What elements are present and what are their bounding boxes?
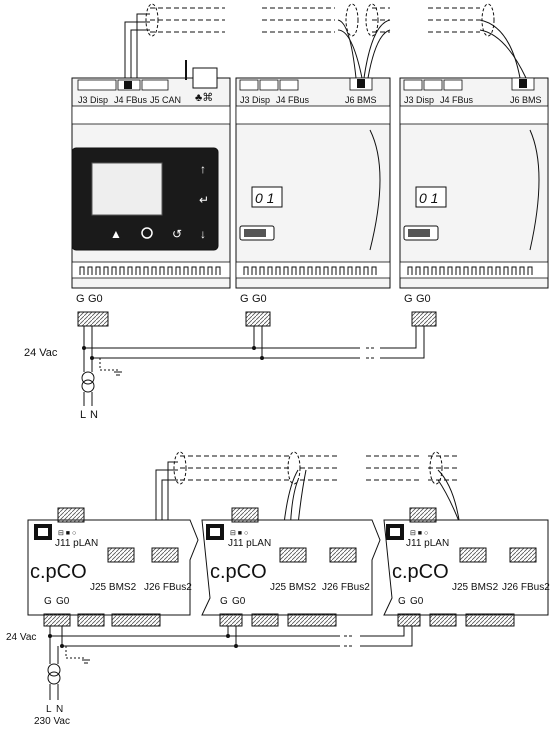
controller-j4-label: J4 FBus: [114, 95, 148, 105]
top-supply-l-label: L: [80, 409, 86, 421]
escape-icon: ↺: [172, 227, 182, 241]
unit1-j3-label: J3 Disp: [240, 95, 270, 105]
cpco1-g0-label: G0: [56, 596, 70, 607]
cpco-unit-3: ⊟ ■ ○ J11 pLAN c.pCO J25 BMS2 J26 FBus2 …: [383, 507, 550, 627]
unit2-address-display: 0 1: [419, 190, 438, 206]
bottom-supply-wiring: [47, 626, 413, 700]
cpco1-bms-label: J25 BMS2: [90, 582, 137, 593]
top-supply-voltage-label: 24 Vac: [24, 347, 58, 359]
controller-bottom-terminals: [79, 266, 221, 275]
unit1-g-label: G: [240, 293, 249, 305]
cpco3-g0-label: G0: [410, 596, 424, 607]
up-icon: ↑: [200, 162, 206, 176]
svg-text:⊟ ■ ○: ⊟ ■ ○: [58, 530, 76, 537]
cpco1-brand-label: c.pCO: [30, 561, 87, 583]
unit2-j4-label: J4 FBus: [440, 95, 474, 105]
alarm-icon: ▲: [110, 227, 122, 241]
cpco1-fbus-label: J26 FBus2: [144, 582, 192, 593]
bottom-supply-n-label: N: [56, 704, 63, 715]
controller-g0-label: G0: [88, 293, 103, 305]
down-icon: ↓: [200, 227, 206, 241]
unit2-bottom-terminals: [407, 266, 533, 275]
top-supply-n-label: N: [90, 409, 98, 421]
cpco3-plan-label: J11 pLAN: [406, 538, 449, 549]
unit2-g-label: G: [404, 293, 413, 305]
bottom-supply-230v-label: 230 Vac: [34, 716, 70, 727]
top-supply-wiring: [81, 326, 425, 406]
top-serial-cables: [124, 3, 527, 79]
cpco2-fbus-label: J26 FBus2: [322, 582, 370, 593]
cpco2-brand-label: c.pCO: [210, 561, 267, 583]
bottom-supply-l-label: L: [46, 704, 52, 715]
unit1-bottom-terminals: [243, 266, 377, 275]
cpco1-g-label: G: [44, 596, 52, 607]
unit2-j3-label: J3 Disp: [404, 95, 434, 105]
unit2-g0-label: G0: [416, 293, 431, 305]
program-icon: [141, 227, 153, 239]
unit1-j6-label: J6 BMS: [345, 95, 377, 105]
svg-text:⊟ ■ ○: ⊟ ■ ○: [410, 530, 428, 537]
main-controller: J3 Disp J4 FBus J5 CAN ♣⌘ ↑ ↵ ↓ ▲ ↺ G G0: [71, 60, 231, 327]
unit1-g0-label: G0: [252, 293, 267, 305]
expansion-unit-1: J3 Disp J4 FBus J6 BMS 0 1 G G0: [235, 77, 391, 327]
controller-g-label: G: [76, 293, 85, 305]
svg-text:⊟ ■ ○: ⊟ ■ ○: [230, 530, 248, 537]
cpco3-g-label: G: [398, 596, 406, 607]
cpco2-plan-label: J11 pLAN: [228, 538, 271, 549]
expansion-unit-2: J3 Disp J4 FBus J6 BMS 0 1 G G0: [399, 77, 549, 327]
cpco2-g-label: G: [220, 596, 228, 607]
controller-j3-label: J3 Disp: [78, 95, 108, 105]
bottom-supply-24v-label: 24 Vac: [6, 632, 36, 643]
cpco2-g0-label: G0: [232, 596, 246, 607]
enter-icon: ↵: [199, 193, 209, 207]
network-icon: ♣⌘: [195, 92, 213, 104]
unit1-address-display: 0 1: [255, 190, 274, 206]
controller-j5-label: J5 CAN: [150, 95, 181, 105]
cpco-unit-2: ⊟ ■ ○ J11 pLAN c.pCO J25 BMS2 J26 FBus2 …: [201, 507, 381, 627]
cpco2-bms-label: J25 BMS2: [270, 582, 317, 593]
cpco3-brand-label: c.pCO: [392, 561, 449, 583]
unit1-j4-label: J4 FBus: [276, 95, 310, 105]
unit2-j6-label: J6 BMS: [510, 95, 542, 105]
cpco-unit-1: ⊟ ■ ○ J11 pLAN c.pCO J25 BMS2 J26 FBus2 …: [27, 507, 199, 627]
cpco1-plan-label: J11 pLAN: [55, 538, 98, 549]
cpco3-bms-label: J25 BMS2: [452, 582, 499, 593]
cpco3-fbus-label: J26 FBus2: [502, 582, 550, 593]
